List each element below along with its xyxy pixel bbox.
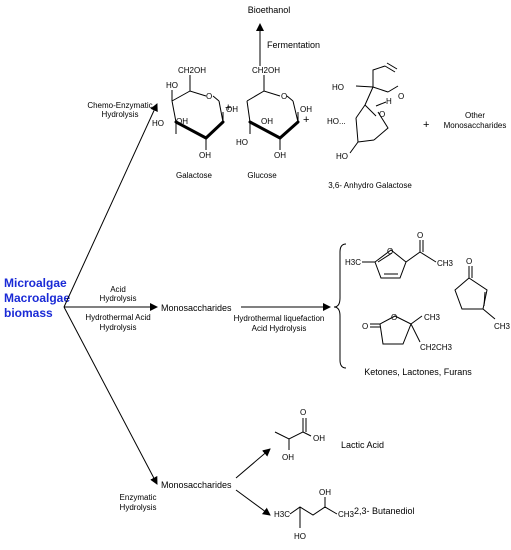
anhydro-ho-top: HO	[332, 83, 344, 92]
glucose-ring-o: O	[281, 92, 287, 101]
anhydro-galactose-structure: HO O H O HO... HO 3,6- Anhydro Galactose	[327, 62, 412, 190]
galactose-oh-2: OH	[226, 105, 238, 114]
arrow-to-butanediol	[235, 489, 271, 516]
hydrothermal-acid-label-2: Hydrolysis	[100, 323, 137, 332]
enzymatic-hydrolysis-label-1: Enzymatic	[120, 493, 157, 502]
anhydro-galactose-label: 3,6- Anhydro Galactose	[328, 181, 412, 190]
glucose-oh-1: OH	[261, 117, 273, 126]
other-monosaccharides-2: Monosaccharides	[444, 121, 507, 130]
source-line-1: Microalgae	[4, 276, 67, 290]
lactic-acid-structure: O OH OH Lactic Acid	[274, 408, 384, 462]
anhydro-ho-dot: HO...	[327, 117, 346, 126]
lactic-acid-oh-1: OH	[313, 434, 325, 443]
galactose-ho-2: HO	[152, 119, 164, 128]
acetylfuran-structure: H3C O O CH3	[345, 231, 454, 279]
cyclopentenone-structure: O CH3	[454, 257, 511, 331]
cyclopentenone-o: O	[466, 257, 472, 266]
glucose-label: Glucose	[247, 171, 277, 180]
monosaccharides-bottom: Monosaccharides	[161, 480, 232, 490]
acid-hydrolysis-label-2: Hydrolysis	[100, 294, 137, 303]
plus-3: +	[423, 119, 429, 131]
chemo-enzymatic-label-2: Hydrolysis	[102, 110, 139, 119]
galactose-oh-3: OH	[199, 151, 211, 160]
galactose-ring-o: O	[206, 92, 212, 101]
chemo-enzymatic-label-1: Chemo-Enzymatic	[87, 101, 152, 110]
products-caption: Ketones, Lactones, Furans	[364, 367, 472, 377]
plus-2: +	[303, 114, 309, 126]
butanediol-structure: H3C OH HO CH3 2,3- Butanediol	[274, 488, 415, 541]
acetylfuran-h3c: H3C	[345, 258, 361, 267]
anhydro-h: H	[386, 97, 392, 106]
acetylfuran-ring-o: O	[387, 247, 393, 256]
monosaccharides-middle: Monosaccharides	[161, 303, 232, 313]
glucose-oh-2: OH	[300, 105, 312, 114]
galactose-label: Galactose	[176, 171, 213, 180]
cyclopentenone-ch3: CH3	[494, 322, 511, 331]
source-line-2: Macroalgae	[4, 291, 70, 305]
arrow-to-monosaccharides-bottom	[63, 306, 158, 485]
bioethanol-label: Bioethanol	[248, 5, 291, 15]
butanediol-ch3: CH3	[338, 510, 355, 519]
lactone-ch3: CH3	[424, 313, 441, 322]
butanediol-h3c: H3C	[274, 510, 290, 519]
glucose-ch2oh: CH2OH	[252, 66, 280, 75]
liquefaction-label-1: Hydrothermal liquefaction	[234, 314, 325, 323]
arrow-to-chemo-enzymatic	[63, 103, 158, 308]
acid-hydrolysis-label-1: Acid	[110, 285, 126, 294]
fermentation-label: Fermentation	[267, 40, 320, 50]
galactose-ho-1: HO	[166, 81, 178, 90]
glucose-structure: CH2OH O HO OH OH OH Glucose	[236, 66, 312, 180]
liquefaction-label-2: Acid Hydrolysis	[252, 324, 307, 333]
acetylfuran-carbonyl-o: O	[417, 231, 423, 240]
hydrothermal-acid-label-1: Hydrothermal Acid	[85, 313, 150, 322]
anhydro-ho-bottom: HO	[336, 152, 348, 161]
lactone-carbonyl-o: O	[362, 322, 368, 331]
arrow-to-lactic-acid	[235, 448, 271, 479]
source-line-3: biomass	[4, 306, 53, 320]
lactone-ring-o: O	[391, 313, 397, 322]
galactose-oh-1: OH	[176, 117, 188, 126]
plus-1: +	[225, 102, 231, 114]
anhydro-aldehyde-o: O	[398, 92, 404, 101]
anhydro-ring-o: O	[379, 110, 385, 119]
galactose-structure: CH2OH HO O HO OH OH OH Galactose	[152, 66, 238, 180]
galactose-ch2oh: CH2OH	[178, 66, 206, 75]
butanediol-oh: OH	[319, 488, 331, 497]
enzymatic-hydrolysis-label-2: Hydrolysis	[120, 503, 157, 512]
lactone-ch2ch3: CH2CH3	[420, 343, 453, 352]
acetylfuran-ch3: CH3	[437, 259, 454, 268]
products-brace	[333, 243, 347, 369]
glucose-ho: HO	[236, 138, 248, 147]
butanediol-label: 2,3- Butanediol	[354, 506, 415, 516]
lactone-structure: O O CH3 CH2CH3	[362, 313, 453, 352]
other-monosaccharides-1: Other	[465, 111, 485, 120]
lactic-acid-o: O	[300, 408, 306, 417]
lactic-acid-label: Lactic Acid	[341, 440, 384, 450]
butanediol-ho: HO	[294, 532, 306, 541]
lactic-acid-oh-2: OH	[282, 453, 294, 462]
glucose-oh-3: OH	[274, 151, 286, 160]
